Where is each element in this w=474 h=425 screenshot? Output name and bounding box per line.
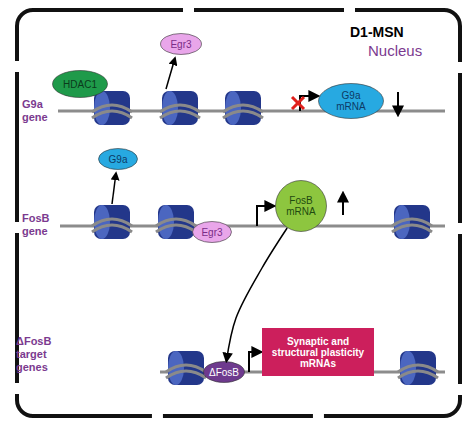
node-text: G9a mRNA xyxy=(333,90,369,112)
nucleosome xyxy=(92,91,438,385)
gene-label: G9a gene xyxy=(22,98,52,124)
gene-label: FosB gene xyxy=(22,212,54,238)
protein-ellipse: HDAC1 xyxy=(52,70,108,98)
protein-ellipse: ΔFosB xyxy=(203,361,245,383)
compartment-name: Nucleus xyxy=(368,42,422,59)
nucleus-frame: D1-MSNNucleusHDAC1Egr3G9a mRNAG9aEgr3Fos… xyxy=(15,8,462,418)
nucleus-outline xyxy=(15,8,462,418)
dna-strand xyxy=(58,111,445,372)
release-arrow xyxy=(112,58,175,204)
node-text: HDAC1 xyxy=(63,79,97,90)
protein-ellipse: Egr3 xyxy=(192,221,232,243)
node-text: G9a xyxy=(109,154,128,165)
node-text: ΔFosB xyxy=(209,367,239,378)
node-text: Egr3 xyxy=(201,227,222,238)
block-mark xyxy=(292,97,304,109)
protein-ellipse: G9a xyxy=(98,148,138,170)
gene-label: ΔFosB target genes xyxy=(16,335,62,374)
node-text: FosB mRNA xyxy=(283,195,319,217)
protein-ellipse: FosB mRNA xyxy=(275,180,327,232)
node-text: Egr3 xyxy=(170,39,191,50)
node-text: Synaptic and structural plasticity mRNAs xyxy=(268,336,368,369)
protein-ellipse: G9a mRNA xyxy=(318,83,384,119)
cell-title: D1-MSN xyxy=(350,24,404,40)
translation-arrow xyxy=(226,228,287,361)
product-box: Synaptic and structural plasticity mRNAs xyxy=(262,328,374,376)
protein-ellipse: Egr3 xyxy=(160,33,202,55)
